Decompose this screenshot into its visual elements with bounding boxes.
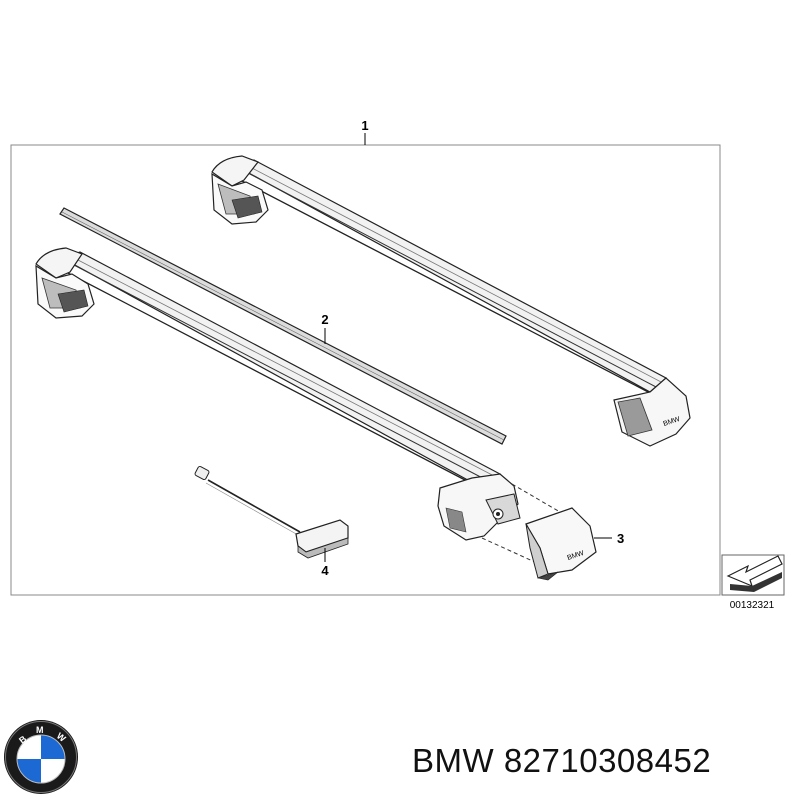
- callout-1[interactable]: 1: [361, 118, 369, 145]
- part-caption: BMW 82710308452: [412, 742, 712, 779]
- assembly-lines: [481, 483, 561, 569]
- svg-text:B: B: [17, 733, 29, 745]
- callout-3-label: 3: [617, 531, 624, 546]
- bmw-roundel-logo: B M W: [4, 720, 78, 794]
- direction-arrow-icon: [721, 554, 785, 596]
- callout-1-label: 1: [361, 118, 368, 133]
- callout-3[interactable]: 3: [594, 531, 624, 546]
- end-cap-cover: BMW: [525, 507, 597, 581]
- callout-2-label: 2: [321, 312, 328, 327]
- svg-text:M: M: [36, 725, 44, 735]
- roof-bar-rear: BMW: [211, 155, 691, 447]
- callout-2[interactable]: 2: [321, 312, 329, 344]
- roof-bar-front: [35, 247, 521, 541]
- roof-strip: [59, 207, 507, 445]
- callout-4-label: 4: [321, 563, 329, 578]
- reference-number: 00132321: [730, 600, 775, 611]
- callout-4[interactable]: 4: [321, 548, 329, 578]
- key-tool: [194, 465, 349, 559]
